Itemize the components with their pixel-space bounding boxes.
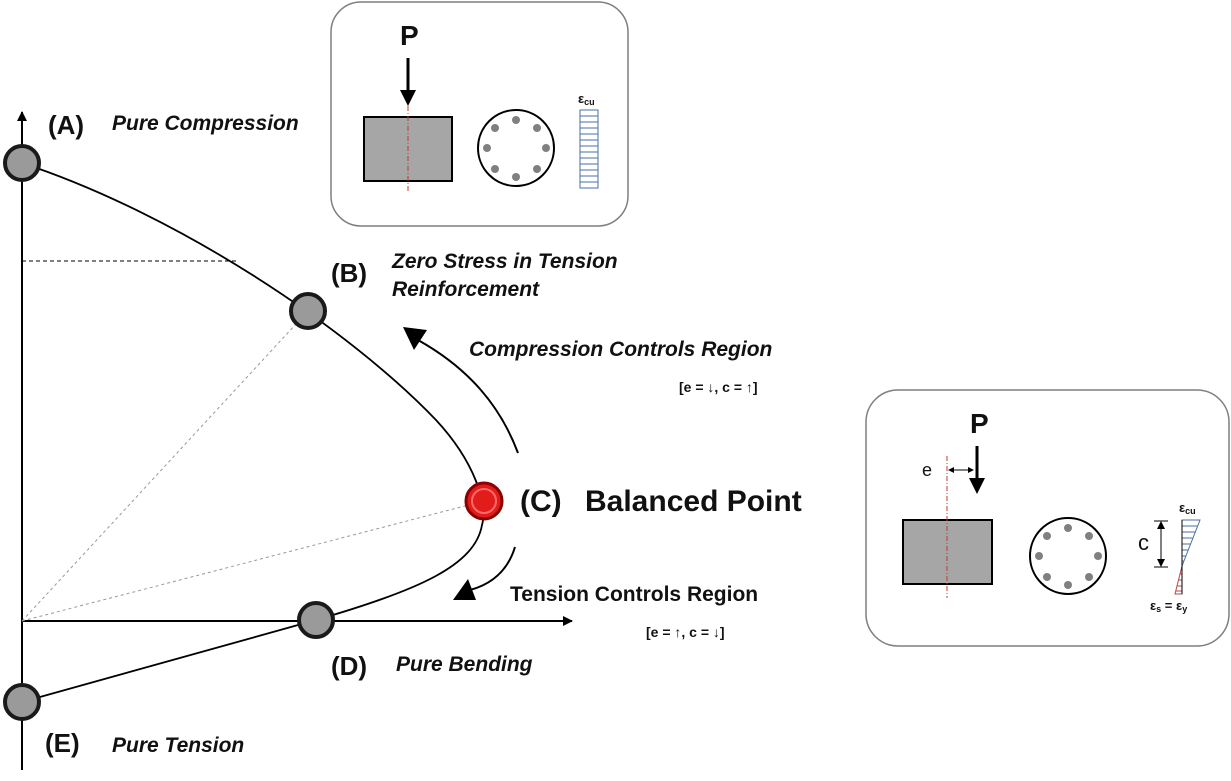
point-c-label: Balanced Point [585,485,802,518]
inset-right-eccentricity-label: e [922,460,932,480]
inset-top-strain-symbol: εcu [578,91,595,107]
point-d-label: Pure Bending [396,653,533,676]
point-a-marker [3,144,41,182]
inset-right-load-label: P [970,408,989,439]
inset-pure-compression: P εcu [330,1,629,227]
point-b-label-line1: Zero Stress in Tension [391,250,618,273]
inset-top-load-label: P [400,20,419,51]
inset-top-strain-hatch [580,115,598,183]
compression-arrow-head [403,327,427,350]
compression-region-title: Compression Controls Region [469,338,772,361]
inset-top-strain-diagram [579,109,599,189]
tension-region-note: [e = ↑, c = ↓] [646,624,725,640]
inset-right-depth-label: c [1138,530,1149,555]
point-d-marker [297,601,335,639]
compression-region-arrow [417,339,519,454]
point-b-tag: (B) [331,258,367,288]
point-c-highlight [471,488,497,514]
inset-balanced: P e c εcu [865,389,1230,647]
tension-region-title: Tension Controls Region [510,583,758,606]
inset-right-rebars [1035,524,1102,589]
point-e-tag: (E) [45,728,80,758]
point-d-tag: (D) [331,651,367,681]
point-e-marker [3,683,41,721]
inset-top-rebars [483,116,550,181]
guide-radial-b [21,310,309,622]
inset-right-strain-bottom: εs = εy [1150,598,1187,614]
tension-arrow-head [453,579,476,600]
interaction-curve-lower [21,619,317,703]
point-c-tag: (C) [520,485,562,518]
inset-right-load-arrow-icon [969,478,985,494]
point-a-tag: (A) [48,110,84,140]
point-a-label: Pure Compression [112,112,299,135]
inset-right-strain-top: εcu [1179,500,1196,516]
point-e-label: Pure Tension [112,734,244,757]
inset-top-load-arrow-icon [400,90,416,106]
guide-radial-c [21,500,485,622]
compression-region-note: [e = ↓, c = ↑] [679,379,758,395]
point-b-label-line2: Reinforcement [392,278,540,301]
point-b-marker [289,292,327,330]
inset-right-strain-compression-hatch [1182,525,1198,562]
tension-region-arrow [469,546,516,591]
interaction-curve-upper [21,162,485,621]
